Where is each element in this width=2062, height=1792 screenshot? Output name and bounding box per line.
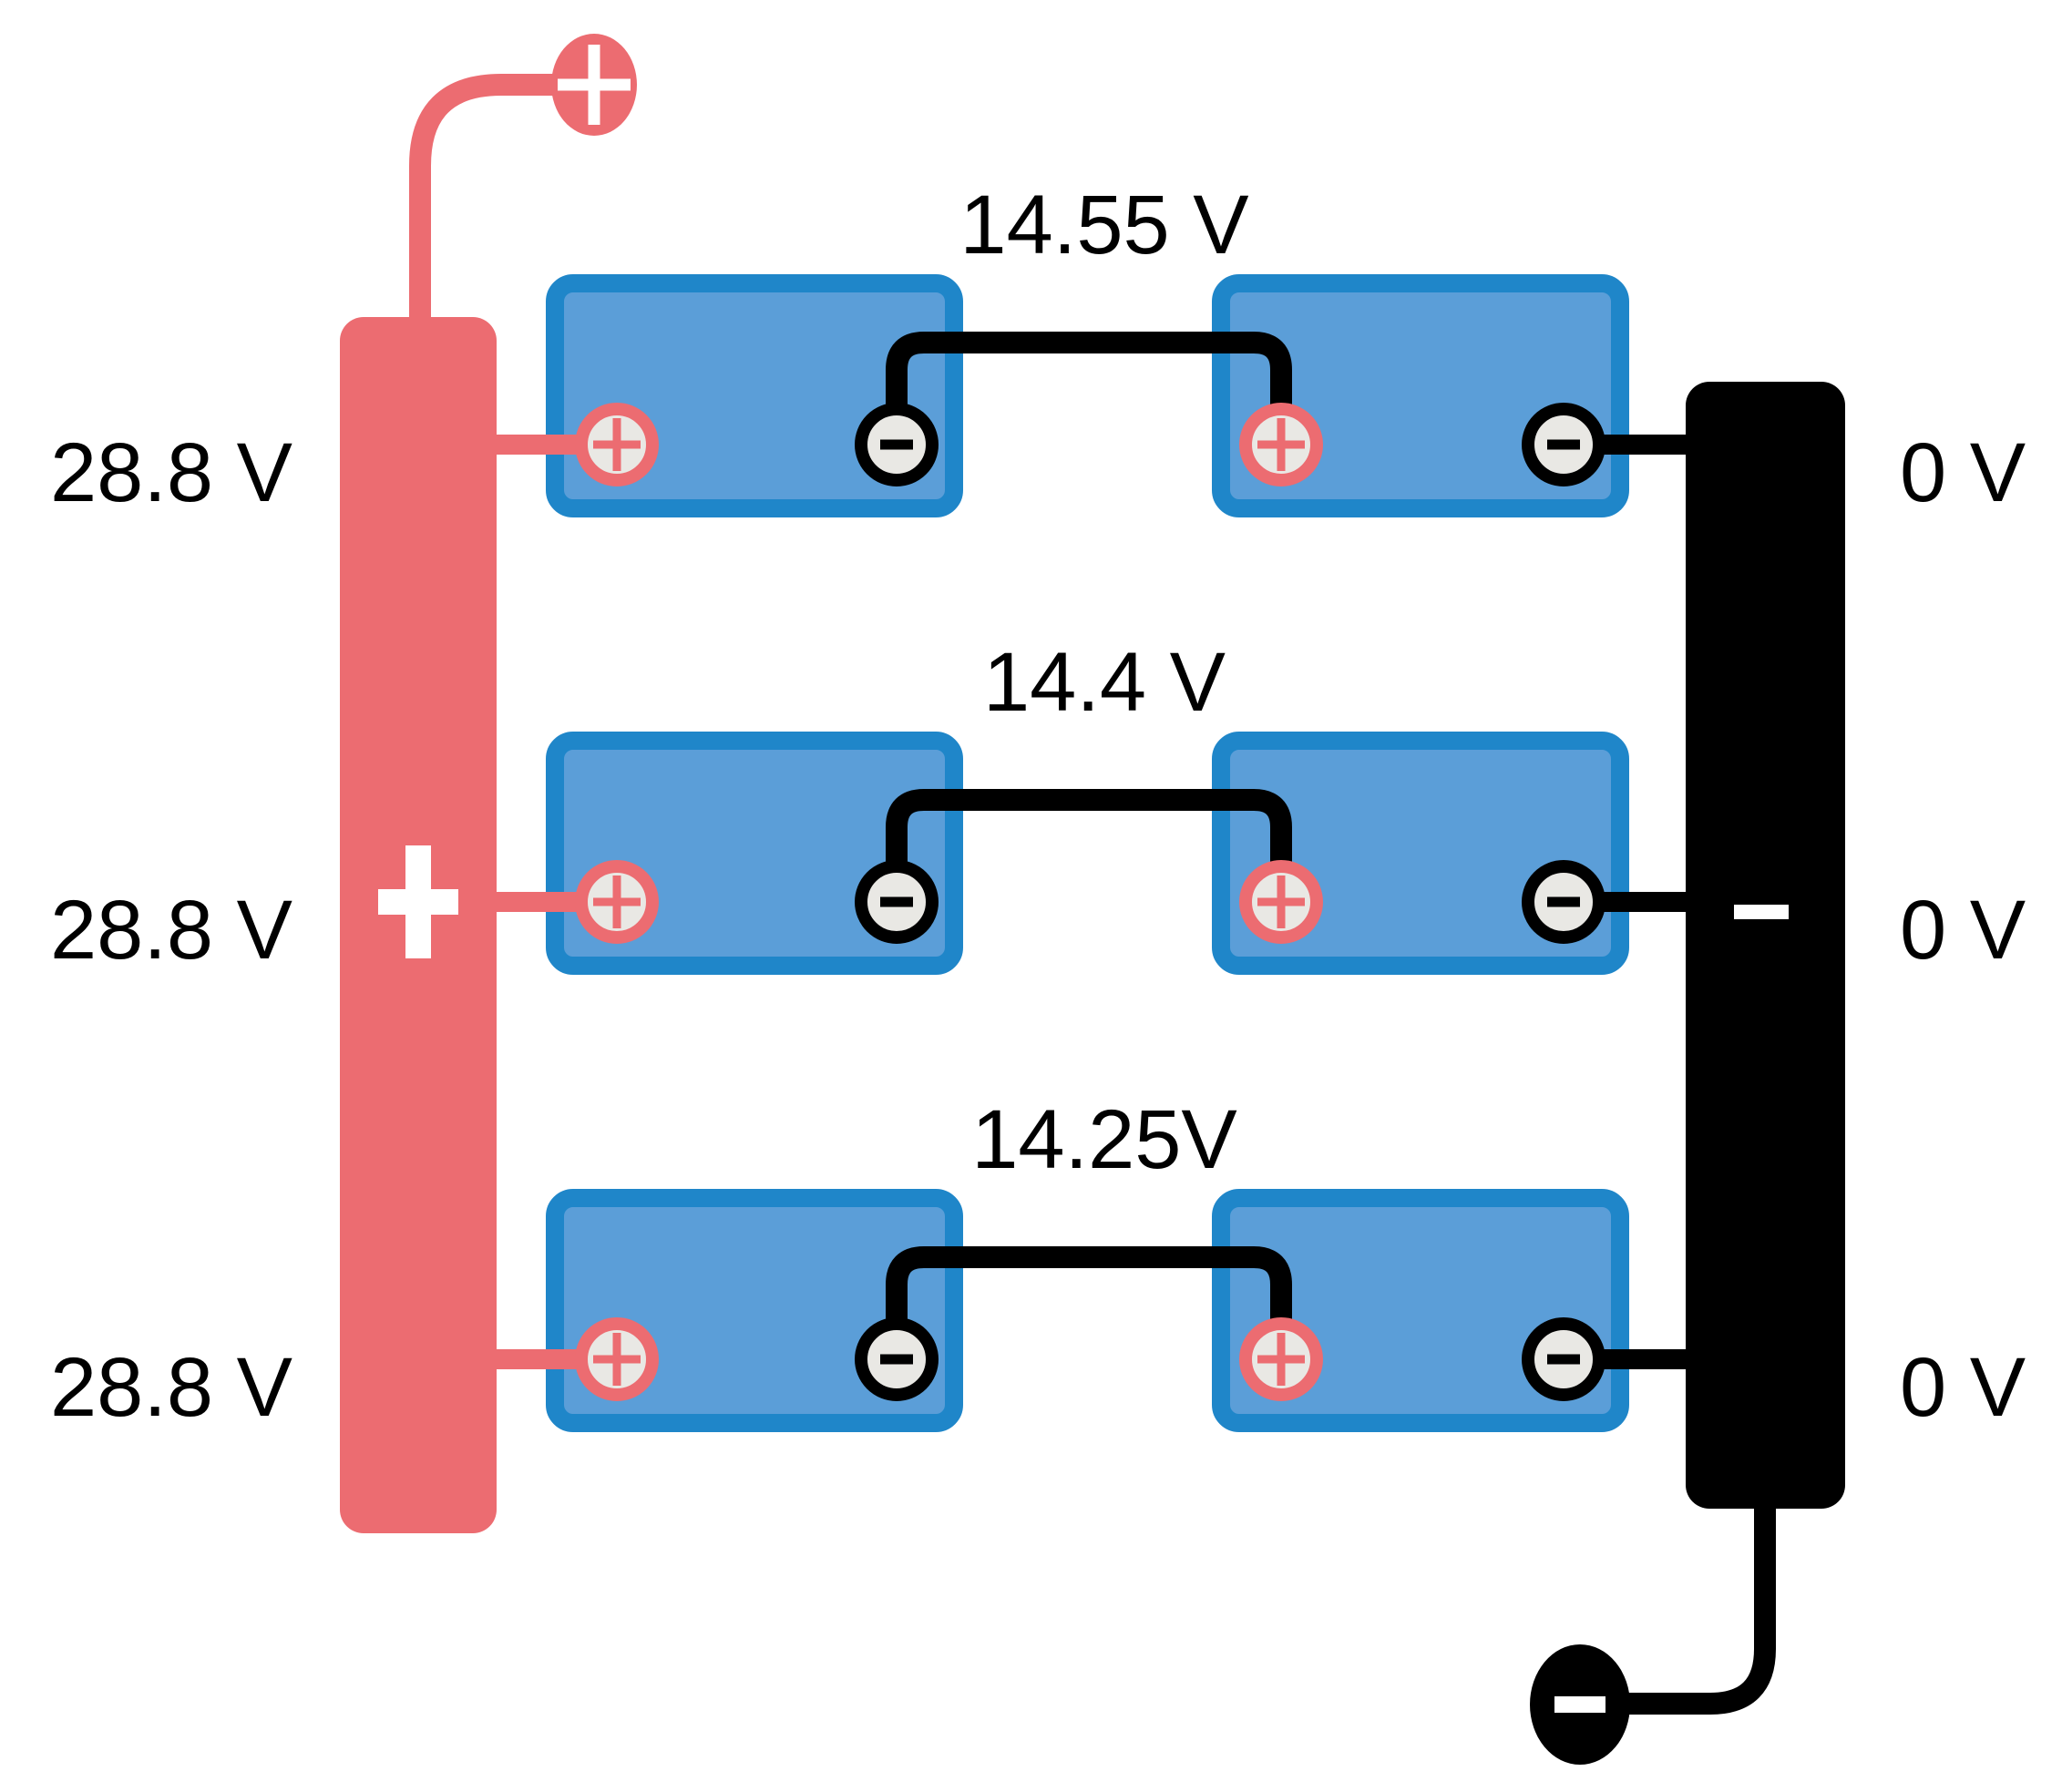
negative-pack-terminal [1530,1644,1630,1765]
battery-negative-terminal [1528,866,1599,937]
ground-voltage-label: 0 V [1900,884,2026,977]
positive-pack-wire [409,74,594,337]
ground-voltage-label: 0 V [1900,1341,2026,1434]
battery-row-1: 28.8 V 14.55 V 0 V [50,179,2026,519]
battery-row-2: 28.8 V 14.4 V 0 V [50,636,2026,977]
battery-positive-terminal [581,1324,652,1395]
battery-positive-terminal [581,409,652,480]
pack-voltage-label: 28.8 V [50,426,292,519]
battery-positive-terminal [1246,1324,1317,1395]
ground-voltage-label: 0 V [1900,426,2026,519]
plus-icon [558,45,631,125]
pack-voltage-label: 28.8 V [50,1341,292,1434]
minus-icon [1734,905,1789,919]
battery-negative-terminal [861,409,932,480]
midpoint-voltage-label: 14.4 V [983,636,1226,729]
battery-negative-terminal [861,866,932,937]
plus-icon [378,845,458,958]
battery-positive-terminal [581,866,652,937]
negative-bus-bar [1686,382,1845,1509]
battery-positive-terminal [1246,866,1317,937]
midpoint-voltage-label: 14.55 V [959,179,1248,271]
negative-pack-wire [1585,1494,1776,1715]
series-link-wire [886,1246,1292,1334]
midpoint-voltage-label: 14.25V [971,1093,1237,1186]
battery-positive-terminal [1246,409,1317,480]
battery-row-3: 28.8 V 14.25V 0 V [50,1093,2026,1434]
series-link-wire [886,789,1292,876]
series-link-wire [886,332,1292,419]
battery-negative-terminal [861,1324,932,1395]
pack-voltage-label: 28.8 V [50,884,292,977]
minus-icon [1554,1696,1605,1713]
battery-negative-terminal [1528,409,1599,480]
positive-bus-bar [340,317,497,1533]
battery-negative-terminal [1528,1324,1599,1395]
positive-pack-terminal [551,34,637,136]
